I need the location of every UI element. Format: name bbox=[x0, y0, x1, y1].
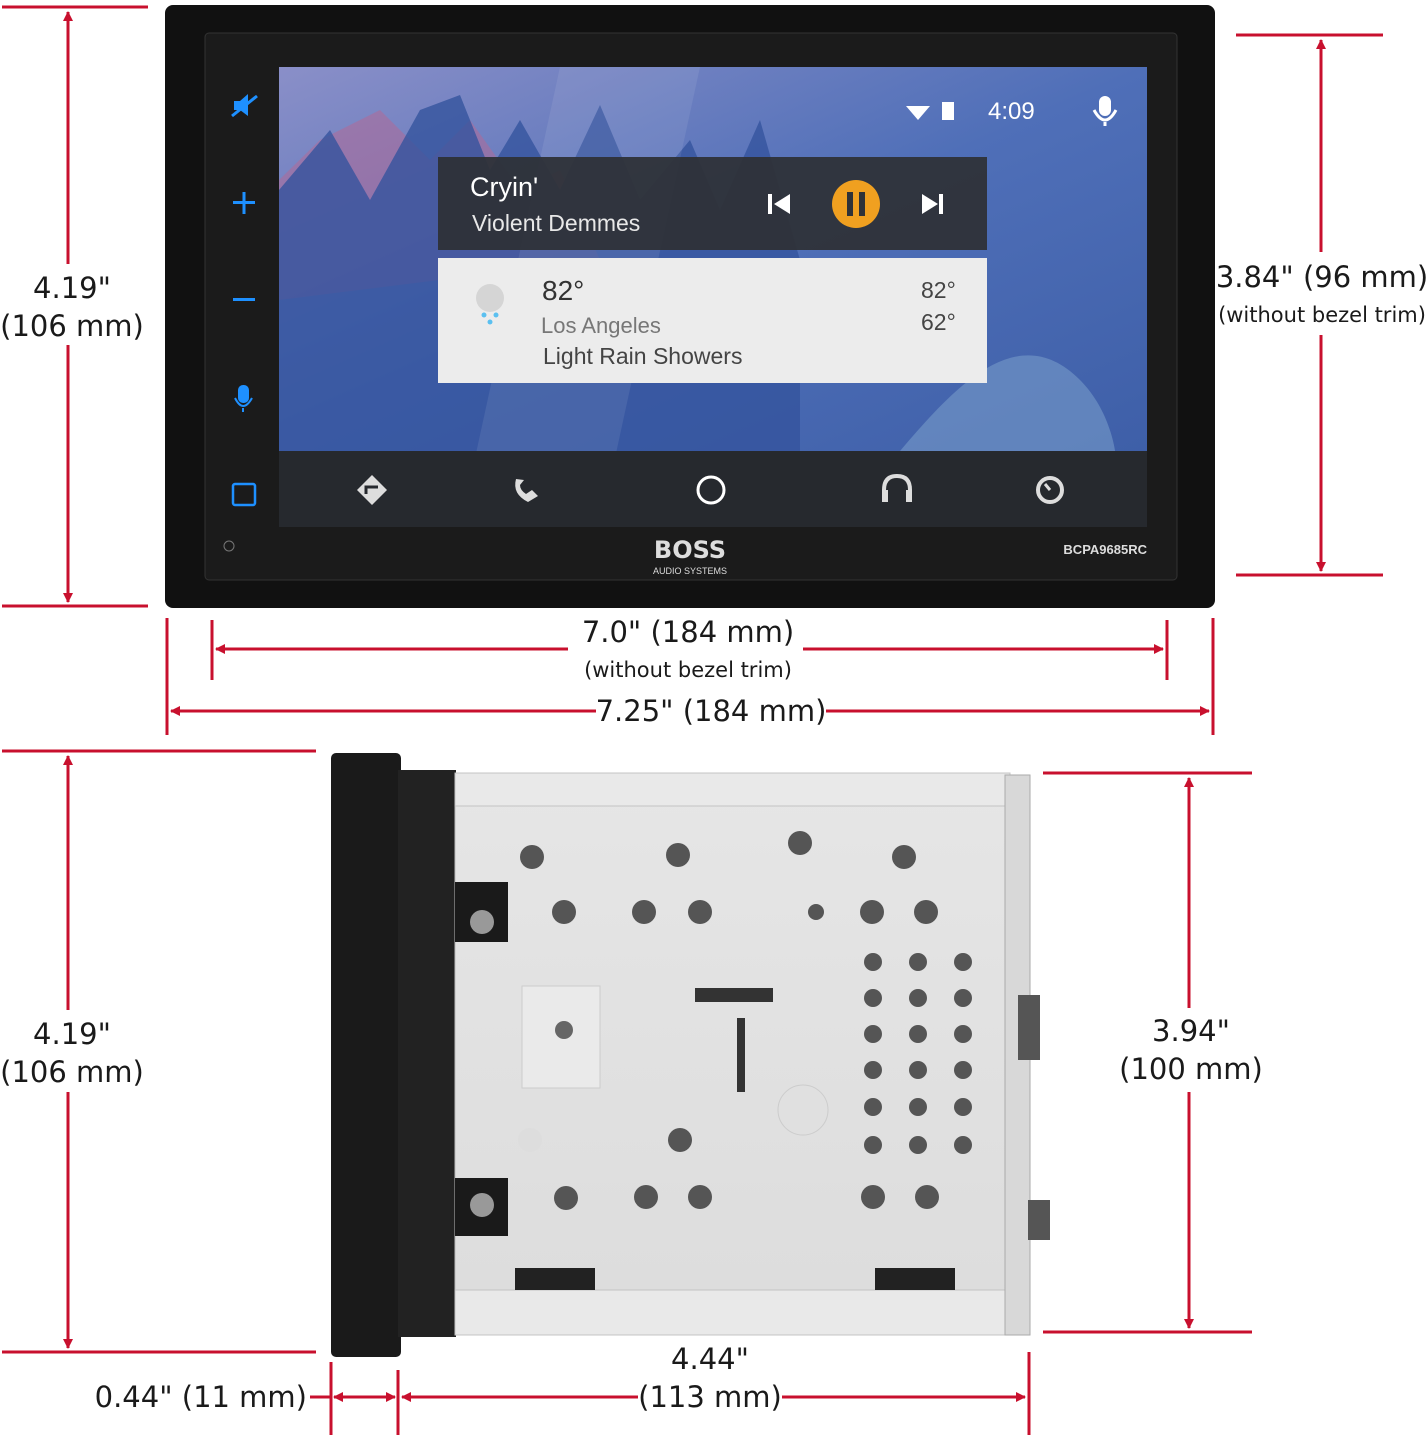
front-height-mm: (106 mm) bbox=[0, 309, 144, 343]
svg-text:BOSS: BOSS bbox=[654, 536, 726, 564]
condition: Light Rain Showers bbox=[543, 343, 742, 369]
square-icon[interactable] bbox=[231, 482, 257, 507]
track-title: Cryin' bbox=[470, 172, 538, 202]
model-number: BCPA9685RC bbox=[1063, 542, 1147, 557]
battery-icon bbox=[942, 102, 954, 120]
mute-icon[interactable] bbox=[231, 94, 258, 118]
current-temperature: 82° bbox=[542, 275, 584, 306]
width-no-trim-label: 7.0" (184 mm) bbox=[582, 615, 794, 649]
media-card[interactable]: Cryin' Violent Demmes bbox=[438, 157, 987, 250]
width-no-trim-note: (without bezel trim) bbox=[584, 658, 792, 682]
chassis-depth-inches: 4.44" bbox=[671, 1342, 749, 1376]
home-icon[interactable] bbox=[696, 475, 726, 505]
weather-card[interactable]: 82° Los Angeles Light Rain Showers 82° 6… bbox=[438, 258, 987, 383]
navigation-icon[interactable] bbox=[357, 475, 387, 505]
nav-bar bbox=[279, 451, 1147, 527]
headphones-icon[interactable] bbox=[882, 473, 912, 502]
chassis-height-inches: 3.94" bbox=[1152, 1014, 1230, 1048]
high-temperature: 82° bbox=[921, 277, 956, 303]
volume-up-icon[interactable] bbox=[233, 192, 255, 214]
pause-button[interactable] bbox=[832, 180, 880, 228]
dimension-lines bbox=[2, 5, 1383, 1435]
chassis-height-mm: (100 mm) bbox=[1119, 1052, 1263, 1086]
city: Los Angeles bbox=[541, 313, 661, 338]
wifi-icon bbox=[906, 106, 930, 120]
side-height-inches: 4.19" bbox=[33, 1017, 111, 1051]
track-artist: Violent Demmes bbox=[472, 210, 640, 236]
screen-height-label: 3.84" (96 mm) bbox=[1216, 260, 1427, 294]
low-temperature: 62° bbox=[921, 309, 956, 335]
reset-hole[interactable] bbox=[223, 540, 235, 552]
clock: 4:09 bbox=[988, 98, 1035, 125]
mounting-holes bbox=[518, 831, 972, 1210]
side-height-mm: (106 mm) bbox=[0, 1055, 144, 1089]
screen-height-note: (without bezel trim) bbox=[1218, 303, 1426, 327]
head-unit-front: 4:09 Cryin' Violent Demmes bbox=[165, 5, 1215, 608]
phone-icon[interactable] bbox=[515, 479, 538, 502]
screen: 4:09 Cryin' Violent Demmes bbox=[279, 67, 1147, 527]
svg-text:AUDIO SYSTEMS: AUDIO SYSTEMS bbox=[653, 566, 727, 576]
microphone-icon[interactable] bbox=[1092, 96, 1118, 126]
chassis-depth-mm: (113 mm) bbox=[638, 1380, 782, 1414]
previous-icon[interactable] bbox=[768, 194, 790, 214]
head-unit-side bbox=[331, 753, 1050, 1357]
pause-icon bbox=[847, 192, 853, 216]
faceplate-depth-label: 0.44" (11 mm) bbox=[95, 1380, 307, 1414]
dashboard-icon[interactable] bbox=[1036, 476, 1064, 504]
voice-icon[interactable] bbox=[234, 385, 253, 412]
next-icon[interactable] bbox=[922, 194, 943, 214]
rain-cloud-icon bbox=[476, 284, 504, 325]
dimension-labels: 4.19" (106 mm) 3.84" (96 mm) (without be… bbox=[0, 260, 1427, 1414]
volume-down-icon[interactable] bbox=[233, 298, 255, 301]
width-total-label: 7.25" (184 mm) bbox=[596, 694, 827, 728]
front-height-inches: 4.19" bbox=[33, 271, 111, 305]
boss-logo: BOSS AUDIO SYSTEMS bbox=[653, 536, 727, 576]
side-buttons bbox=[231, 94, 258, 507]
